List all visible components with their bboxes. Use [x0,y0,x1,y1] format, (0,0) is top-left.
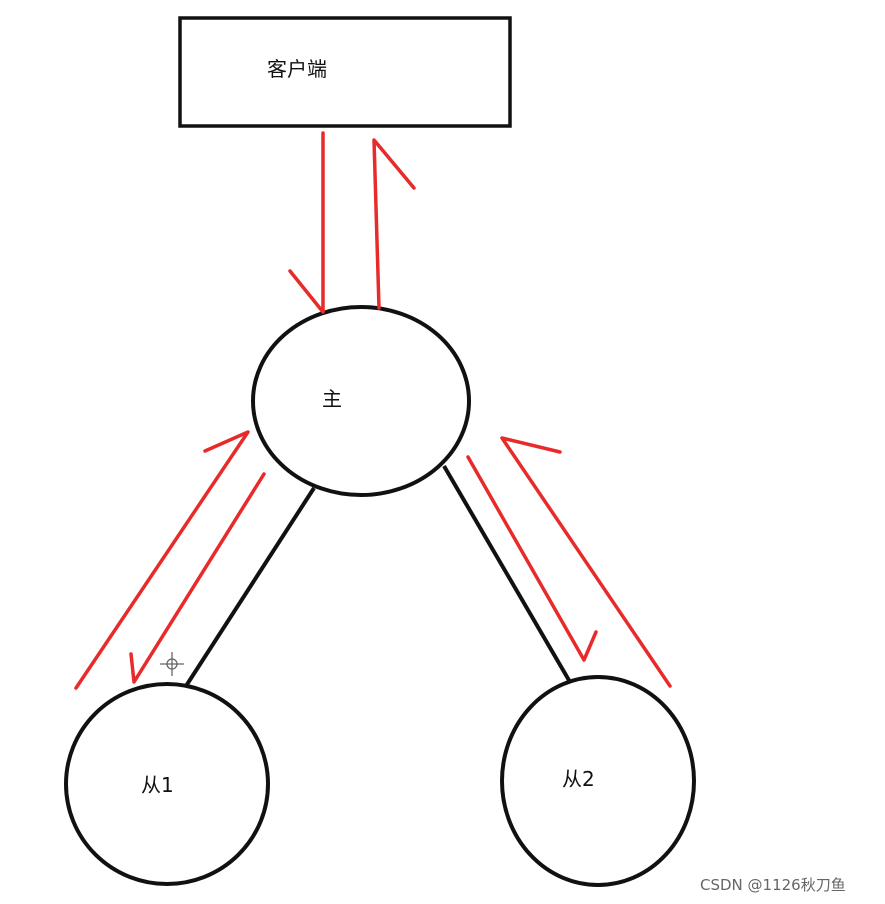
link-master-slave2 [442,464,572,684]
crosshair-cursor-icon [160,652,184,676]
master-node [251,305,471,497]
link-master-slave1 [184,486,316,688]
arrows [74,131,672,690]
master-label: 主 [322,387,342,411]
arrow-slave2-to-master [500,436,672,688]
watermark-text: CSDN @1126秋刀鱼 [700,876,846,894]
arrow-client-to-master [288,131,325,314]
arrow-master-to-slave2 [466,455,598,662]
slave1-label: 从1 [141,773,174,797]
client-box [178,16,512,128]
slave2-node [500,675,696,887]
arrow-master-to-client [372,138,416,310]
slave1-node [64,682,270,886]
slave2-label: 从2 [562,767,595,791]
arrow-master-to-slave1 [129,472,266,684]
arrow-slave1-to-master [74,430,250,690]
client-label: 客户端 [267,57,327,81]
